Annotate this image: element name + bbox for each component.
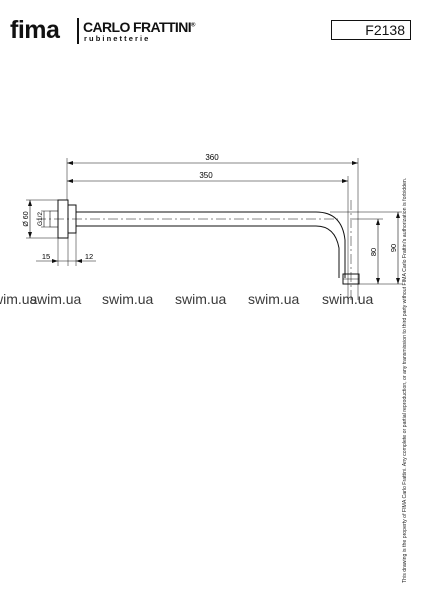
- flange-base: [67, 204, 77, 234]
- watermark-text: swim.ua: [248, 291, 300, 307]
- dim-80-label: 80: [369, 248, 378, 256]
- watermark-text: swim.ua: [0, 291, 38, 307]
- brand-maker-text: CARLO FRATTINI: [83, 19, 192, 35]
- watermark-text: swim.ua: [175, 291, 227, 307]
- brand-divider: [77, 18, 79, 44]
- dim-360-arrow-left: [67, 161, 73, 165]
- dim-360-arrow-right: [352, 161, 358, 165]
- dim-12-label: 12: [85, 252, 93, 261]
- thread-connector: [49, 210, 59, 228]
- copyright-note: This drawing is the property of FIMA Car…: [402, 177, 408, 583]
- dim-diameter-arrow-bottom: [28, 232, 32, 238]
- dim-90-arrow-bottom: [396, 278, 400, 284]
- dim-12-arrow: [76, 259, 82, 263]
- brand-logo-fima: fima: [10, 16, 60, 44]
- shower-arm-pipe: [76, 211, 346, 278]
- dim-80-arrow-top: [376, 219, 380, 225]
- dim-350-arrow-right: [342, 179, 348, 183]
- watermark-text: swim.ua: [30, 291, 82, 307]
- dim-360-label: 360: [205, 153, 219, 162]
- product-code: F2138: [365, 22, 405, 38]
- brand-logo-carlo-frattini: CARLO FRATTINI®: [83, 20, 195, 34]
- product-code-box: F2138: [331, 20, 411, 40]
- watermark-text: swim.ua: [322, 291, 374, 307]
- dim-90-label: 90: [389, 244, 398, 252]
- dim-diameter-label: Ø 60: [23, 211, 30, 226]
- registered-mark: ®: [191, 22, 195, 29]
- watermark-text: swim.ua: [102, 291, 154, 307]
- dim-15-arrow: [52, 259, 58, 263]
- dim-350-label: 350: [199, 171, 213, 180]
- dim-thread-label: G1/2: [37, 212, 44, 226]
- dim-350-arrow-left: [67, 179, 73, 183]
- dim-80-arrow-bottom: [376, 278, 380, 284]
- dim-90-arrow-top: [396, 212, 400, 218]
- dim-15-label: 15: [42, 252, 50, 261]
- dim-diameter-arrow-top: [28, 200, 32, 206]
- brand-tagline: rubinetterie: [84, 34, 151, 43]
